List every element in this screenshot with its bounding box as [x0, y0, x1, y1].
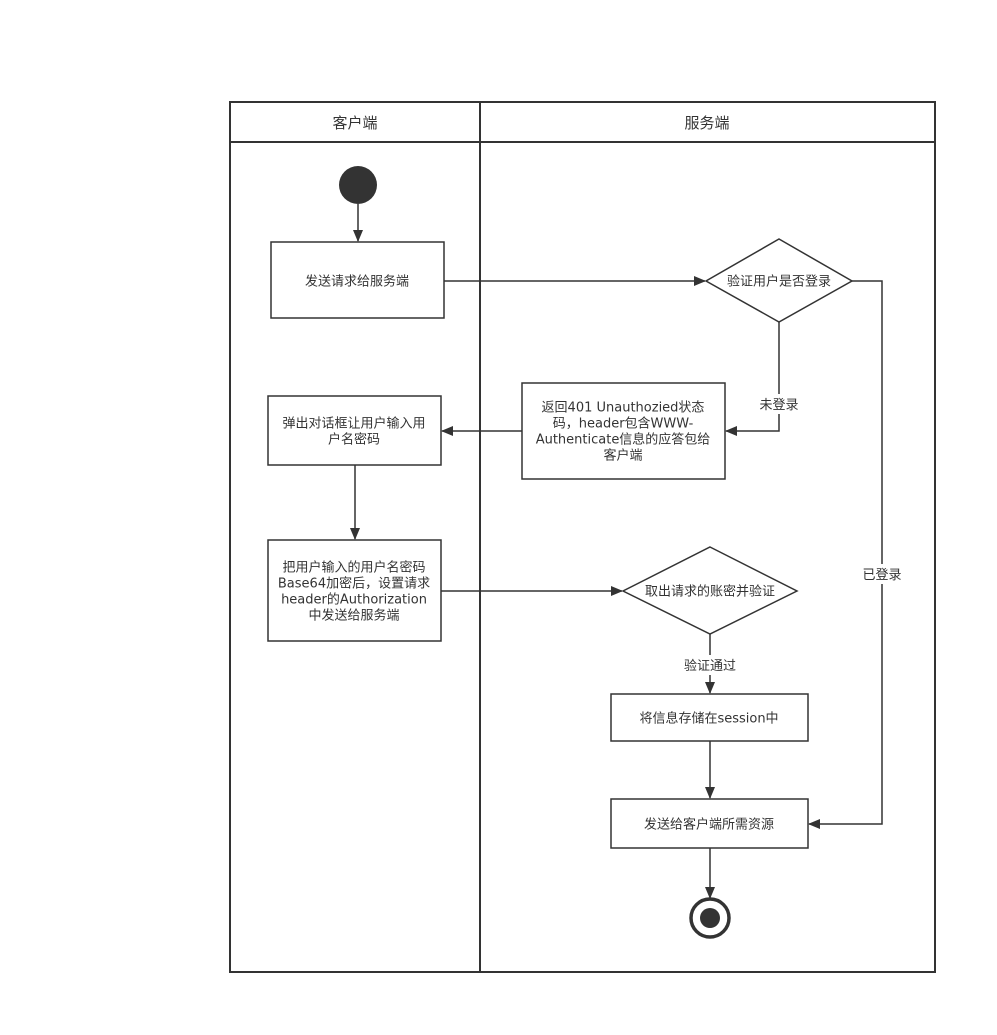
edge-label-logged-in: 已登录	[862, 568, 901, 583]
node-store-session	[610, 693, 809, 742]
lane-title-client: 客户端	[332, 114, 377, 132]
edge-label-verified: 验证通过	[684, 658, 736, 674]
encode-send-line: header的Authorization	[281, 592, 427, 608]
send-resources-line: 发送给客户端所需资源	[644, 817, 774, 833]
edge-label-not-logged-in: 未登录	[759, 398, 798, 413]
return-401-line: 客户端	[603, 448, 642, 464]
return-401-line: 码，header包含WWW-	[553, 416, 694, 432]
lane-title-server: 服务端	[684, 114, 729, 132]
edge-label-bg-logged-in	[859, 564, 905, 584]
store-session-line: 将信息存储在session中	[639, 711, 778, 727]
send-request-line: 发送请求给服务端	[305, 274, 409, 290]
edge-check-to-resources	[808, 280, 883, 829]
edge-label-bg-not-logged-in	[756, 394, 802, 414]
node-send-resources	[610, 798, 809, 849]
node-return-401-label: 返回401 Unauthozied状态码，header包含WWW-Authent…	[536, 401, 711, 464]
node-verify-credentials-label: 取出请求的账密并验证	[645, 584, 775, 600]
swimlane-frame	[229, 101, 936, 973]
node-store-session-label: 将信息存储在session中	[639, 711, 778, 727]
verify-credentials-line: 取出请求的账密并验证	[645, 584, 775, 600]
return-401-line: 返回401 Unauthozied状态	[542, 401, 705, 416]
return-401-line: Authenticate信息的应答包给	[536, 432, 711, 448]
node-send-request	[270, 241, 445, 319]
node-send-request-label: 发送请求给服务端	[305, 274, 409, 290]
encode-send-line: 把用户输入的用户名密码	[282, 560, 425, 576]
node-popup-dialog-label: 弹出对话框让用户输入用户名密码	[282, 416, 425, 448]
start-node	[339, 166, 377, 204]
edge-label-bg-verified	[680, 655, 740, 675]
popup-dialog-line: 户名密码	[328, 432, 380, 448]
check-login-line: 验证用户是否登录	[727, 274, 831, 290]
encode-send-line: Base64加密后，设置请求	[278, 576, 430, 592]
popup-dialog-line: 弹出对话框让用户输入用	[282, 416, 425, 432]
edge-check-to-401	[725, 322, 780, 436]
node-send-resources-label: 发送给客户端所需资源	[644, 817, 774, 833]
node-check-login-label: 验证用户是否登录	[727, 274, 831, 290]
encode-send-line: 中发送给服务端	[308, 608, 399, 624]
node-return-401	[521, 382, 726, 480]
end-node-core	[700, 908, 720, 928]
